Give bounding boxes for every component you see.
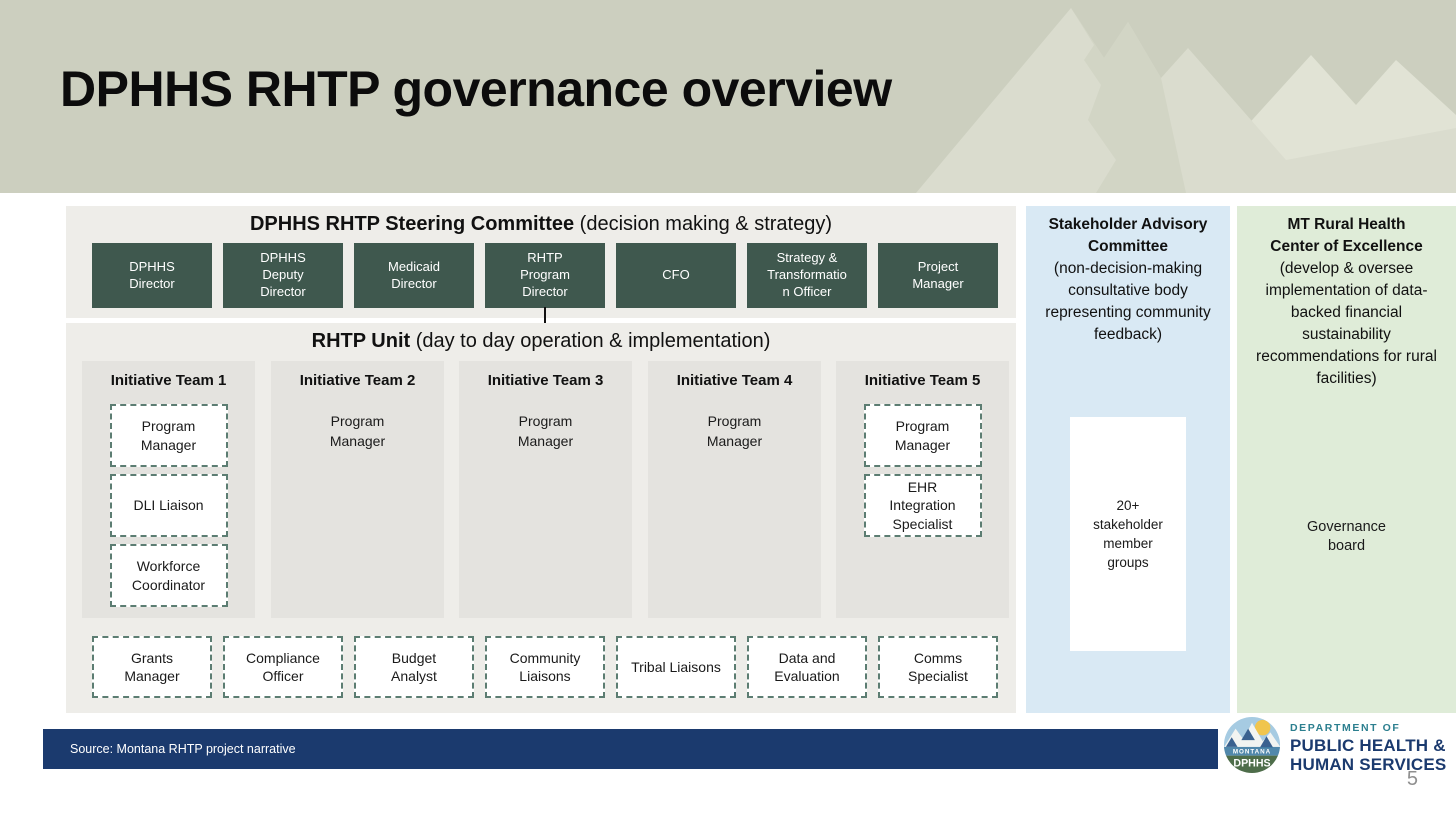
steering-member-strategy-officer: Strategy & Transformatio n Officer [747,243,867,308]
steering-committee-panel: DPHHS RHTP Steering Committee (decision … [66,206,1016,318]
steering-member-project-manager: Project Manager [878,243,998,308]
logo-dphhs-text: DPHHS [1233,757,1270,769]
montana-dphhs-logo-icon: MONTANA DPHHS [1223,716,1281,774]
initiative-team-5-column: Initiative Team 5 Program Manager EHR In… [836,361,1009,618]
unit-heading-bold: RHTP Unit [311,330,411,352]
initiative-team-3-column: Initiative Team 3 Program Manager [459,361,632,618]
grants-manager-box: Grants Manager [92,636,212,698]
public-health-label: PUBLIC HEALTH & [1290,736,1446,755]
page-number: 5 [1406,768,1418,790]
footer-bar: Source: Montana RHTP project narrative [43,729,1218,769]
coe-panel: MT Rural Health Center of Excellence (de… [1237,206,1456,713]
down-arrow-stem [544,307,546,324]
department-of-label: DEPARTMENT OF [1290,722,1401,734]
slide-header: DPHHS RHTP governance overview [0,0,1456,193]
unit-heading-rest: (day to day operation & implementation) [410,330,771,352]
coe-panel-title: MT Rural Health Center of Excellence [1270,216,1423,255]
steering-committee-heading: DPHHS RHTP Steering Committee (decision … [66,206,1016,236]
steering-member-rhtp-program-director: RHTP Program Director [485,243,605,308]
human-services-label: HUMAN SERVICES [1290,755,1447,774]
governance-board-label: Governance board [1307,519,1386,554]
steering-member-deputy-director: DPHHS Deputy Director [223,243,343,308]
team1-program-manager-box: Program Manager [109,404,228,467]
tribal-liaisons-box: Tribal Liaisons [616,636,736,698]
stakeholder-panel-subtitle: (non-decision-making consultative body r… [1045,260,1211,343]
steering-heading-bold: DPHHS RHTP Steering Committee [249,213,575,235]
steering-member-cfo: CFO [616,243,736,308]
team5-program-manager-box: Program Manager [863,404,982,467]
compliance-officer-box: Compliance Officer [223,636,343,698]
support-roles-row: Grants Manager Compliance Officer Budget… [92,636,998,698]
page-title: DPHHS RHTP governance overview [60,61,892,117]
budget-analyst-box: Budget Analyst [354,636,474,698]
initiative-team-1-title: Initiative Team 1 [110,372,227,389]
initiative-team-4-title: Initiative Team 4 [676,372,793,389]
team2-program-manager-label: Program Manager [329,413,386,449]
initiative-team-5-title: Initiative Team 5 [864,372,981,389]
comms-specialist-box: Comms Specialist [878,636,998,698]
team3-program-manager-label: Program Manager [517,413,574,449]
initiative-team-4-column: Initiative Team 4 Program Manager [648,361,821,618]
steering-member-dphhs-director: DPHHS Director [92,243,212,308]
community-liaisons-box: Community Liaisons [485,636,605,698]
rhtp-unit-panel: RHTP Unit (day to day operation & implem… [66,323,1016,713]
steering-member-medicaid-director: Medicaid Director [354,243,474,308]
initiative-team-2-title: Initiative Team 2 [299,372,416,389]
team1-dli-liaison-box: DLI Liaison [109,474,228,537]
source-citation: Source: Montana RHTP project narrative [70,742,296,756]
stakeholder-member-groups-box: 20+ stakeholder member groups [1070,417,1186,651]
stakeholder-panel-title: Stakeholder Advisory Committee [1048,216,1208,255]
steering-member-row: DPHHS Director DPHHS Deputy Director Med… [92,243,998,308]
logo-montana-text: MONTANA [1233,749,1271,756]
team1-workforce-coordinator-box: Workforce Coordinator [109,544,228,607]
mountain-graphic-icon [916,8,1456,193]
rhtp-unit-heading: RHTP Unit (day to day operation & implem… [66,323,1016,353]
team5-ehr-integration-specialist-box: EHR Integration Specialist [863,474,982,537]
coe-panel-subtitle: (develop & oversee implementation of dat… [1256,260,1437,387]
data-and-evaluation-box: Data and Evaluation [747,636,867,698]
steering-heading-rest: (decision making & strategy) [574,213,833,235]
department-wordmark: DEPARTMENT OF PUBLIC HEALTH & HUMAN SERV… [1290,722,1446,774]
initiative-team-3-title: Initiative Team 3 [487,372,604,389]
team4-program-manager-label: Program Manager [706,413,763,449]
stakeholder-advisory-panel: Stakeholder Advisory Committee (non-deci… [1026,206,1230,713]
initiative-team-2-column: Initiative Team 2 Program Manager [271,361,444,618]
initiative-team-1-column: Initiative Team 1 Program Manager DLI Li… [82,361,255,618]
